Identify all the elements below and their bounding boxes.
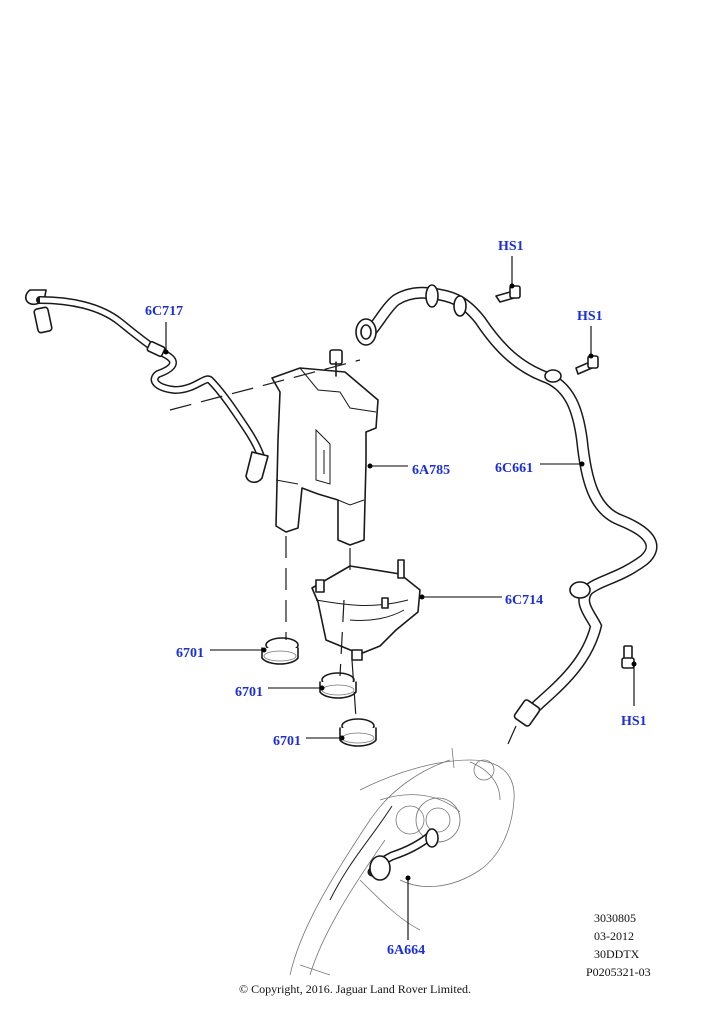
callout-6701-b[interactable]: 6701 — [235, 685, 263, 700]
callout-hs1-mid[interactable]: HS1 — [577, 309, 603, 324]
reference-date: 03-2012 — [594, 929, 634, 943]
hose-6c661 — [355, 284, 658, 727]
callout-6c717[interactable]: 6C717 — [145, 304, 183, 319]
cap-6701-a — [261, 637, 299, 665]
screw-hs1-top — [495, 285, 521, 303]
reference-code: 30DDTX — [594, 947, 640, 961]
turbocharger-6a664 — [289, 747, 515, 976]
reference-block: 3030805 03-2012 30DDTX P0205321-03 — [586, 909, 706, 981]
callout-6701-c[interactable]: 6701 — [273, 734, 301, 749]
callout-hs1-low[interactable]: HS1 — [621, 714, 647, 729]
cap-6701-c — [339, 718, 377, 747]
leader-lines — [163, 256, 637, 940]
assembly-lines — [169, 359, 517, 745]
callout-6c714[interactable]: 6C714 — [505, 593, 543, 608]
callout-6c661[interactable]: 6C661 — [495, 461, 533, 476]
reservoir-6c714 — [311, 559, 421, 661]
callout-6a664[interactable]: 6A664 — [387, 943, 425, 958]
callout-hs1-top[interactable]: HS1 — [498, 239, 524, 254]
callout-6a785[interactable]: 6A785 — [412, 463, 450, 478]
cap-6701-b — [319, 672, 357, 699]
callout-6701-a[interactable]: 6701 — [176, 646, 204, 661]
screw-hs1-mid — [575, 355, 599, 375]
copyright-notice: © Copyright, 2016. Jaguar Land Rover Lim… — [238, 982, 472, 996]
screw-hs1-low — [621, 645, 635, 669]
reference-number: 3030805 — [594, 911, 636, 925]
reference-part: P0205321-03 — [586, 965, 651, 979]
hose-6c717 — [24, 289, 269, 484]
housing-6a785 — [271, 349, 379, 546]
